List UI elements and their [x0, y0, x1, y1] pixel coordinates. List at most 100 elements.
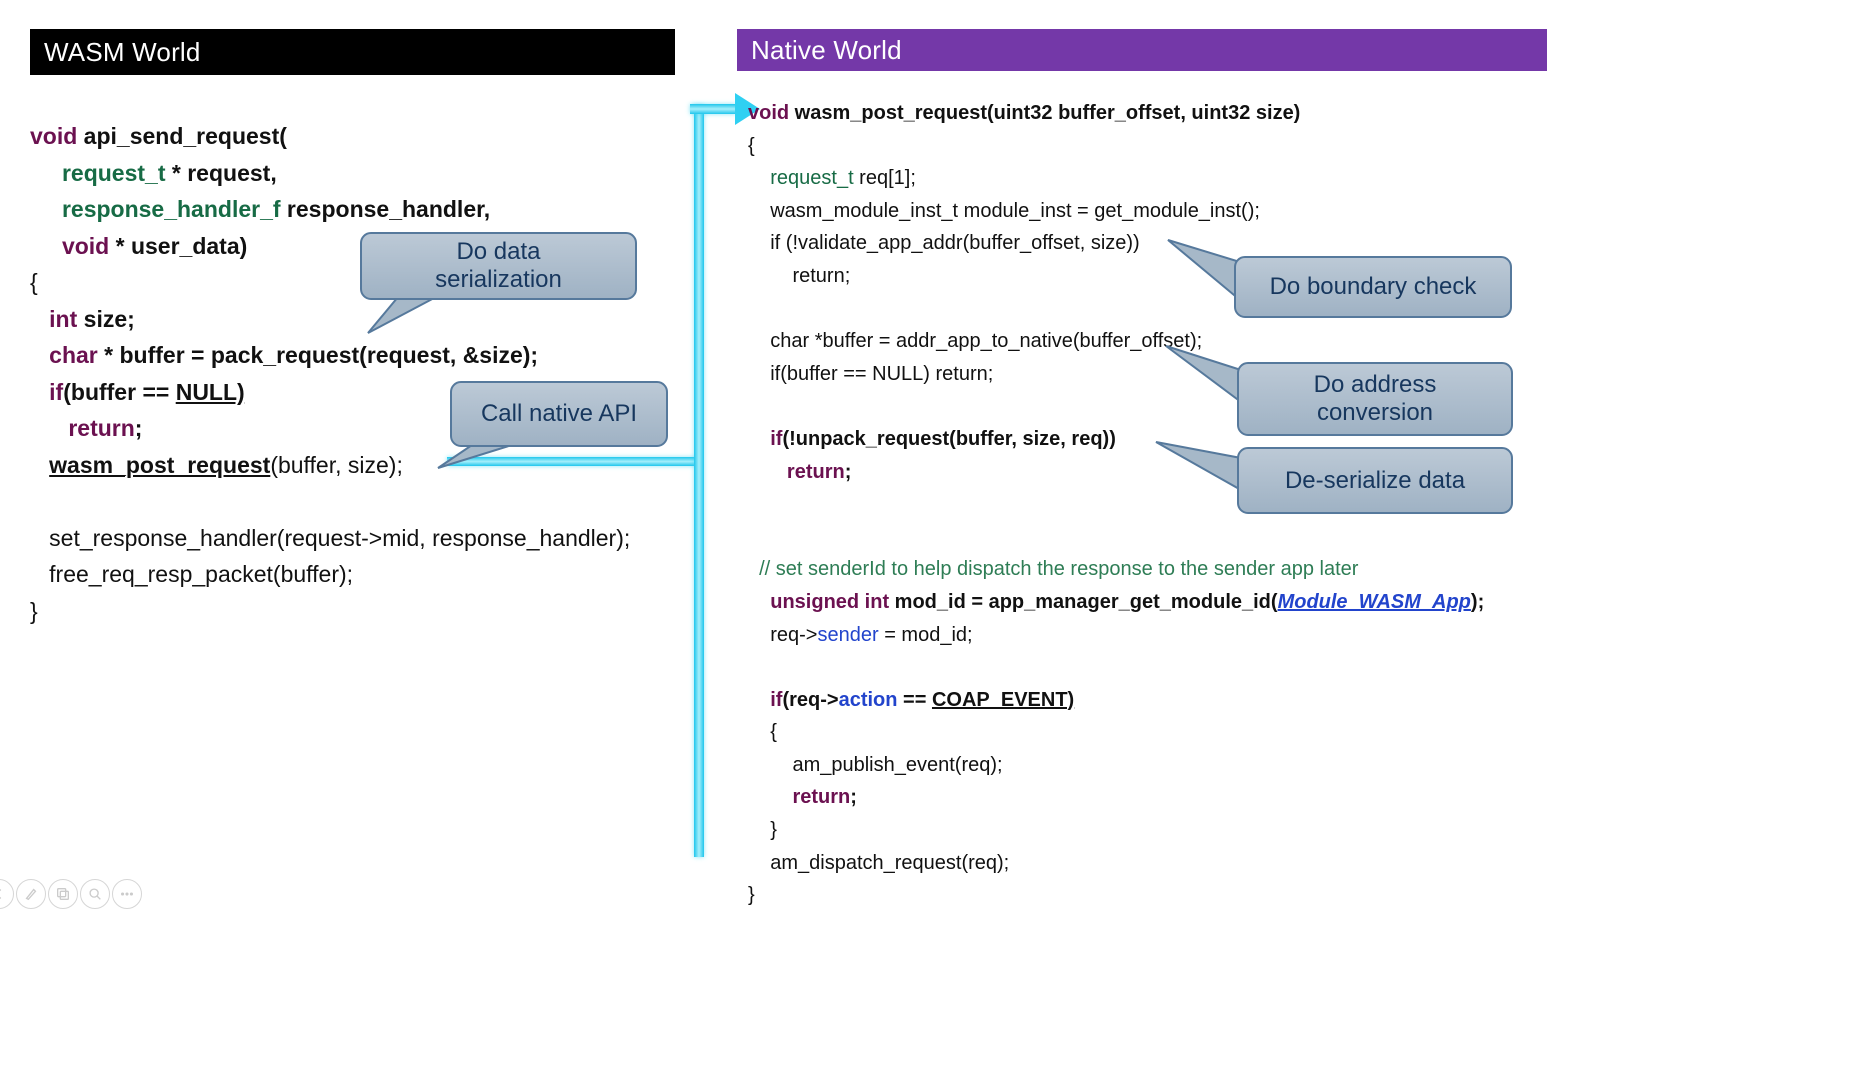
code-line: am_publish_event(req);: [748, 749, 1484, 782]
code-segment: req[1];: [853, 167, 916, 190]
wasm-code-block: void api_send_request( request_t * reque…: [30, 118, 630, 629]
code-line: char * buffer = pack_request(request, &s…: [30, 337, 630, 374]
code-segment: response_handler,: [280, 196, 491, 222]
code-segment: if(buffer == NULL) return;: [748, 362, 994, 385]
code-line: {: [30, 264, 630, 301]
code-segment: // set senderId to help dispatch the res…: [759, 558, 1359, 581]
code-line: if(buffer == NULL): [30, 374, 630, 411]
wasm-world-header: WASM World: [30, 29, 675, 75]
callout-do-data-serialization: Do data serialization: [360, 232, 637, 300]
code-segment: am_publish_event(req);: [748, 753, 1003, 776]
code-line: am_dispatch_request(req);: [748, 847, 1484, 880]
code-segment: [30, 452, 49, 478]
code-line: set_response_handler(request->mid, respo…: [30, 520, 630, 557]
more-options-button[interactable]: [112, 879, 142, 909]
code-line: return;: [748, 260, 1484, 293]
copy-icon: [57, 888, 69, 900]
code-segment: (!unpack_request(buffer, size, req)): [782, 427, 1116, 450]
native-world-header: Native World: [737, 29, 1547, 71]
copy-slides-button[interactable]: [48, 879, 78, 909]
pen-tool-button[interactable]: [16, 879, 46, 909]
code-line: void api_send_request(: [30, 118, 630, 155]
flow-arrowhead-icon: [735, 93, 760, 125]
code-segment: [30, 379, 49, 405]
ellipsis-icon: [121, 892, 133, 896]
code-segment: [748, 167, 770, 189]
callout-label: De-serialize data: [1284, 466, 1466, 494]
code-segment: ;: [134, 415, 143, 441]
callout-do-address-conversion: Do address conversion: [1237, 362, 1513, 436]
native-code-block: void wasm_post_request(uint32 buffer_off…: [748, 97, 1484, 912]
previous-slide-button[interactable]: [0, 879, 14, 909]
code-line: if(req->action == COAP_EVENT): [748, 684, 1484, 717]
code-line: wasm_post_request(buffer, size);: [30, 447, 630, 484]
code-segment: (req->: [782, 688, 839, 711]
code-line: [748, 521, 1484, 554]
wasm-world-title: WASM World: [44, 36, 201, 67]
code-segment: }: [748, 884, 755, 907]
code-segment: return: [786, 460, 845, 483]
code-line: int size;: [30, 301, 630, 338]
code-segment: req->: [748, 623, 818, 646]
code-segment: am_dispatch_request(req);: [748, 851, 1010, 874]
callout-de-serialize-data: De-serialize data: [1237, 447, 1513, 514]
code-line: return;: [748, 781, 1484, 814]
code-line: unsigned int mod_id = app_manager_get_mo…: [748, 586, 1484, 619]
code-segment: * buffer = pack_request(request, &size);: [97, 342, 539, 368]
code-line: if(buffer == NULL) return;: [748, 358, 1484, 391]
code-segment: ;: [850, 786, 857, 809]
code-segment: ;: [844, 460, 852, 483]
code-line: if(!unpack_request(buffer, size, req)): [748, 423, 1484, 456]
code-segment: if (!validate_app_addr(buffer_offset, si…: [748, 232, 1140, 255]
code-segment: [748, 591, 770, 613]
code-segment: size;: [77, 305, 135, 332]
zoom-slide-button[interactable]: [80, 879, 110, 909]
code-segment: }: [748, 819, 777, 842]
code-segment: {: [30, 269, 38, 295]
code-segment: wasm_post_request: [49, 451, 271, 478]
code-line: [30, 483, 630, 520]
code-segment: return;: [748, 264, 851, 287]
callout-call-native-api: Call native API: [450, 381, 668, 447]
code-line: return;: [30, 410, 630, 447]
code-segment: int: [49, 305, 78, 332]
code-segment: [30, 415, 68, 441]
code-segment: if: [49, 378, 64, 405]
code-segment: free_req_resp_packet(buffer);: [30, 561, 354, 587]
code-line: // set senderId to help dispatch the res…: [748, 553, 1484, 586]
callout-label: Do boundary check: [1269, 273, 1477, 300]
code-segment: [748, 428, 770, 450]
code-segment: = mod_id;: [878, 623, 973, 646]
code-segment: char *buffer = addr_app_to_native(buffer…: [748, 330, 1203, 353]
code-line: }: [748, 814, 1484, 847]
code-line: }: [748, 879, 1484, 912]
code-segment: Module_WASM_App: [1277, 590, 1471, 613]
code-segment: wasm_post_request(uint32 buffer_offset, …: [789, 102, 1301, 124]
code-segment: ==: [897, 688, 932, 711]
callout-label: Do data serialization: [435, 238, 562, 293]
code-segment: return: [792, 786, 851, 809]
code-line: response_handler_f response_handler,: [30, 191, 630, 228]
code-segment: {: [748, 721, 777, 744]
code-line: {: [748, 716, 1484, 749]
code-segment: if: [770, 688, 783, 711]
code-line: void wasm_post_request(uint32 buffer_off…: [748, 97, 1484, 130]
magnifier-icon: [89, 888, 101, 900]
code-segment: unsigned int: [770, 590, 890, 613]
code-segment: (buffer ==: [63, 378, 176, 405]
code-line: return;: [748, 456, 1484, 489]
code-segment: }: [30, 597, 38, 624]
code-segment: return: [68, 415, 135, 441]
native-world-title: Native World: [751, 34, 902, 65]
code-line: {: [748, 130, 1484, 163]
code-segment: NULL): [175, 378, 245, 405]
code-segment: [30, 196, 62, 222]
code-line: [748, 651, 1484, 684]
code-segment: COAP_EVENT): [931, 688, 1075, 711]
code-line: request_t req[1];: [748, 162, 1484, 195]
code-segment: char: [49, 342, 98, 368]
code-segment: wasm_module_inst_t module_inst = get_mod…: [748, 199, 1260, 222]
code-line: }: [30, 593, 630, 630]
code-segment: set_response_handler(request->mid, respo…: [30, 524, 631, 551]
